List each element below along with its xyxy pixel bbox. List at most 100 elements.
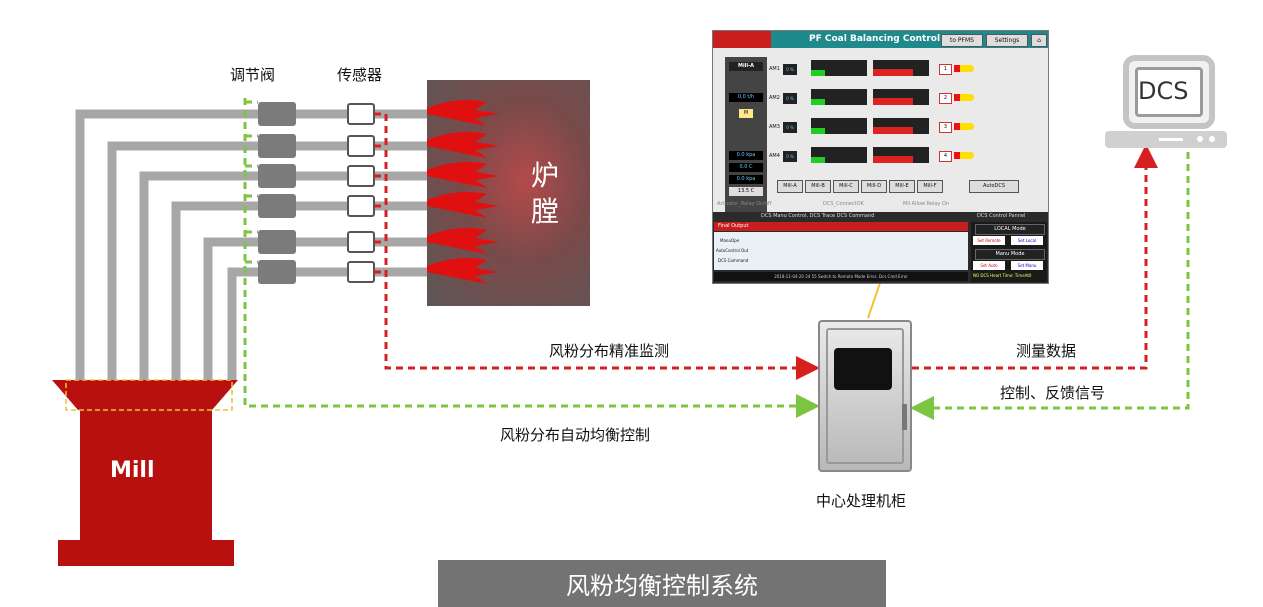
- burner-icon: [954, 152, 960, 159]
- mill-a-button[interactable]: Mill-A: [777, 180, 803, 193]
- cabinet-handle: [902, 404, 907, 430]
- mill-name: Mill-A: [729, 62, 763, 71]
- red-bar: [873, 118, 929, 134]
- dcs-monitor-icon: [1123, 55, 1215, 129]
- left-value: 0.0 kpa: [729, 175, 763, 184]
- monitoring-label: 风粉分布精准监测: [549, 342, 670, 360]
- coal-pipes: [75, 109, 430, 380]
- dcs-label: DCS: [1138, 77, 1189, 105]
- green-bar: [811, 60, 867, 76]
- mill-label: Mill: [110, 458, 155, 483]
- dcs-connect-checkbox[interactable]: DCS_ConnectOK: [823, 201, 864, 207]
- sensor-label: 传感器: [337, 66, 383, 84]
- final-output-label: Final Output: [718, 223, 749, 229]
- mill-b-button[interactable]: Mill-B: [805, 180, 831, 193]
- sensors: [347, 103, 375, 283]
- am-name: AM3: [769, 124, 780, 130]
- mill-body: [52, 379, 238, 566]
- am-row: AM1 0 % 1: [769, 60, 1039, 84]
- hmi-panel: PF Coal Balancing Control System to PFMS…: [712, 30, 1049, 284]
- processing-cabinet: [818, 320, 912, 472]
- am-value: 0 %: [783, 122, 797, 133]
- am-row: AM3 0 % 3: [769, 118, 1039, 142]
- autodcs-button[interactable]: AutoDCS: [969, 180, 1019, 193]
- final-output-row: Final Output: [714, 222, 968, 231]
- measurement-label: 测量数据: [1016, 342, 1077, 360]
- dcs-heart-text: NO DCS Heart Time: TimeAt0: [973, 273, 1032, 278]
- cabinet-label: 中心处理机柜: [816, 492, 907, 510]
- dcs-computer-base: [1105, 131, 1227, 148]
- mill-f-button[interactable]: Mill-F: [917, 180, 943, 193]
- left-value: 0.0 t/h: [729, 93, 763, 102]
- set-remote-button[interactable]: Set Remote: [973, 236, 1005, 245]
- am-row: AM4 0 % 4: [769, 147, 1039, 171]
- hmi-title: PF Coal Balancing Control System: [809, 34, 981, 44]
- am-index[interactable]: 3: [939, 122, 952, 133]
- auto-control-label: 风粉分布自动均衡控制: [500, 426, 651, 444]
- home-icon[interactable]: ⌂: [1031, 34, 1047, 47]
- relay-checkbox[interactable]: Actuator_Relay On/off: [717, 201, 772, 207]
- green-bar: [811, 147, 867, 163]
- dcs-manu-title: DCS Manu Control, DCS Trace DCS Command: [761, 213, 875, 219]
- m-button[interactable]: M: [739, 109, 753, 118]
- burner-icon: [954, 65, 960, 72]
- local-mode-indicator: LOCAL Mode: [975, 224, 1045, 235]
- mill-e-button[interactable]: Mill-E: [889, 180, 915, 193]
- am-value: 0 %: [783, 93, 797, 104]
- am-value: 0 %: [783, 151, 797, 162]
- left-value: 0.0 C: [729, 163, 763, 172]
- am-name: AM1: [769, 66, 780, 72]
- flame-icon: [960, 65, 974, 72]
- burner-icon: [954, 123, 960, 130]
- hmi-cabinet-link: [867, 282, 881, 319]
- manu-mode-indicator: Manu Mode: [975, 249, 1045, 260]
- set-manu-button[interactable]: Set Manu: [1011, 261, 1043, 270]
- furnace: [427, 80, 590, 306]
- set-auto-button[interactable]: Set Auto: [973, 261, 1005, 270]
- red-bar: [873, 147, 929, 163]
- am-name: AM2: [769, 95, 780, 101]
- mill-c-button[interactable]: Mill-C: [833, 180, 859, 193]
- cabinet-display: [834, 348, 892, 390]
- control-panel-title: DCS Control Pannel: [977, 213, 1026, 219]
- am-index[interactable]: 4: [939, 151, 952, 162]
- manual-control-grid: ManuOpe AutoControl Out DCS Command: [714, 232, 968, 270]
- checkbox-row: Actuator_Relay On/off DCS_ConnectOK Mil …: [713, 201, 1048, 210]
- am-index[interactable]: 1: [939, 64, 952, 75]
- hmi-status-block: [713, 31, 771, 48]
- flame-icon: [960, 152, 974, 159]
- red-sensor-bus: [374, 112, 820, 380]
- left-value: 13.5 C: [729, 187, 763, 196]
- am-name: AM4: [769, 153, 780, 159]
- green-control-line: [910, 152, 1190, 420]
- row-label: ManuOpe: [720, 238, 740, 243]
- footer-title: 风粉均衡控制系统: [566, 572, 758, 600]
- flame-icon: [960, 94, 974, 101]
- mill-d-button[interactable]: Mill-D: [861, 180, 887, 193]
- burner-icon: [954, 94, 960, 101]
- control-feedback-label: 控制、反馈信号: [1000, 384, 1106, 402]
- red-measurement-line: [912, 144, 1158, 370]
- dcs-control-area: DCS Manu Control, DCS Trace DCS Command …: [713, 212, 1048, 283]
- am-row: AM2 0 % 2: [769, 89, 1039, 113]
- am-index[interactable]: 2: [939, 93, 952, 104]
- flames: [427, 100, 499, 284]
- green-bar: [811, 118, 867, 134]
- mill-allow-checkbox[interactable]: Mil Allow Relay On: [903, 201, 950, 207]
- hmi-left-column: Mill-A 0.0 t/h M 0.0 kpa 0.0 C 0.0 kpa 1…: [725, 57, 767, 219]
- red-bar: [873, 89, 929, 105]
- footer-banner: [438, 560, 886, 607]
- status-line: 2018-11-04-20 24 55 Switch to Remote Mod…: [714, 272, 968, 281]
- red-bar: [873, 60, 929, 76]
- green-bar: [811, 89, 867, 105]
- am-value: 0 %: [783, 64, 797, 75]
- left-value: 0.0 kpa: [729, 151, 763, 160]
- settings-button[interactable]: Settings: [986, 34, 1028, 47]
- valve-label: 调节阀: [230, 66, 276, 84]
- green-valve-bus: [243, 98, 820, 418]
- valves: [258, 102, 296, 284]
- set-local-button[interactable]: Set Local: [1011, 236, 1043, 245]
- dcs-control-panel: LOCAL Mode Set Remote Set Local Manu Mod…: [971, 222, 1047, 282]
- to-pfms-button[interactable]: to PFMS: [941, 34, 983, 47]
